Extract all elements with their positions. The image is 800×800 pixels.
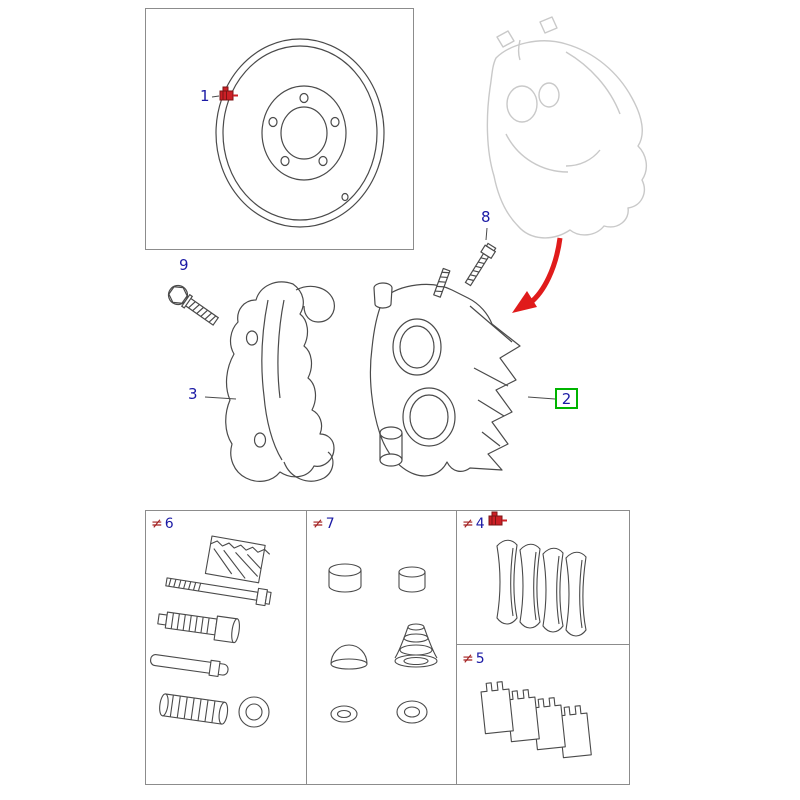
kit-label-4[interactable]: ≠4	[462, 517, 485, 531]
kit-number: 4	[475, 516, 485, 532]
kit-box-7-border	[306, 510, 457, 785]
end-cap	[238, 696, 270, 728]
fastener-clip-icon	[488, 511, 508, 526]
brake-caliper-drawing	[369, 267, 521, 477]
carrier-bracket-drawing	[225, 281, 335, 482]
brake-disc-drawing	[215, 38, 385, 228]
kit-label-7[interactable]: ≠7	[312, 517, 335, 531]
kit-symbol: ≠	[151, 516, 163, 532]
kit-label-5[interactable]: ≠5	[462, 652, 485, 666]
grease-sachet	[204, 535, 271, 584]
kit7-contents-drawing	[328, 563, 438, 724]
callout-2-highlight-box[interactable]: 2	[555, 388, 578, 409]
kit-box-5-border	[456, 644, 630, 785]
o-ring-left	[330, 705, 358, 723]
brake-pads-kit4-drawing	[496, 539, 587, 637]
kit-number: 5	[475, 651, 485, 667]
kit-number: 7	[325, 516, 335, 532]
kit-symbol: ≠	[462, 651, 474, 667]
guide-bushing	[157, 611, 240, 644]
brake-pads-kit5-drawing	[480, 681, 592, 759]
callout-8[interactable]: 8	[481, 208, 491, 226]
piston-boot	[394, 623, 438, 668]
kit6-contents-drawing	[150, 535, 272, 728]
guide-bolt	[165, 577, 272, 607]
kit-symbol: ≠	[462, 516, 474, 532]
callout-3[interactable]: 3	[188, 385, 198, 403]
o-ring-right	[396, 700, 428, 724]
bolt-9-drawing	[167, 284, 220, 326]
callout-9[interactable]: 9	[179, 256, 189, 274]
disc-inset-box	[145, 8, 414, 250]
kit-number: 6	[164, 516, 174, 532]
direction-arrow	[512, 237, 563, 313]
kit-symbol: ≠	[312, 516, 324, 532]
callout-2: 2	[561, 389, 572, 408]
leader-lines	[204, 95, 556, 400]
seal-ring-right	[398, 566, 426, 593]
section-boxes	[145, 8, 630, 785]
kit-label-6[interactable]: ≠6	[151, 517, 174, 531]
rubber-boot-sleeve	[159, 693, 229, 725]
screw-8-drawing	[464, 242, 497, 287]
guide-pin	[150, 654, 229, 677]
seal-ring-left	[328, 563, 362, 593]
callout-1[interactable]: 1	[200, 87, 210, 105]
caliper-ghost-drawing	[486, 16, 648, 239]
dust-cap	[330, 644, 368, 670]
